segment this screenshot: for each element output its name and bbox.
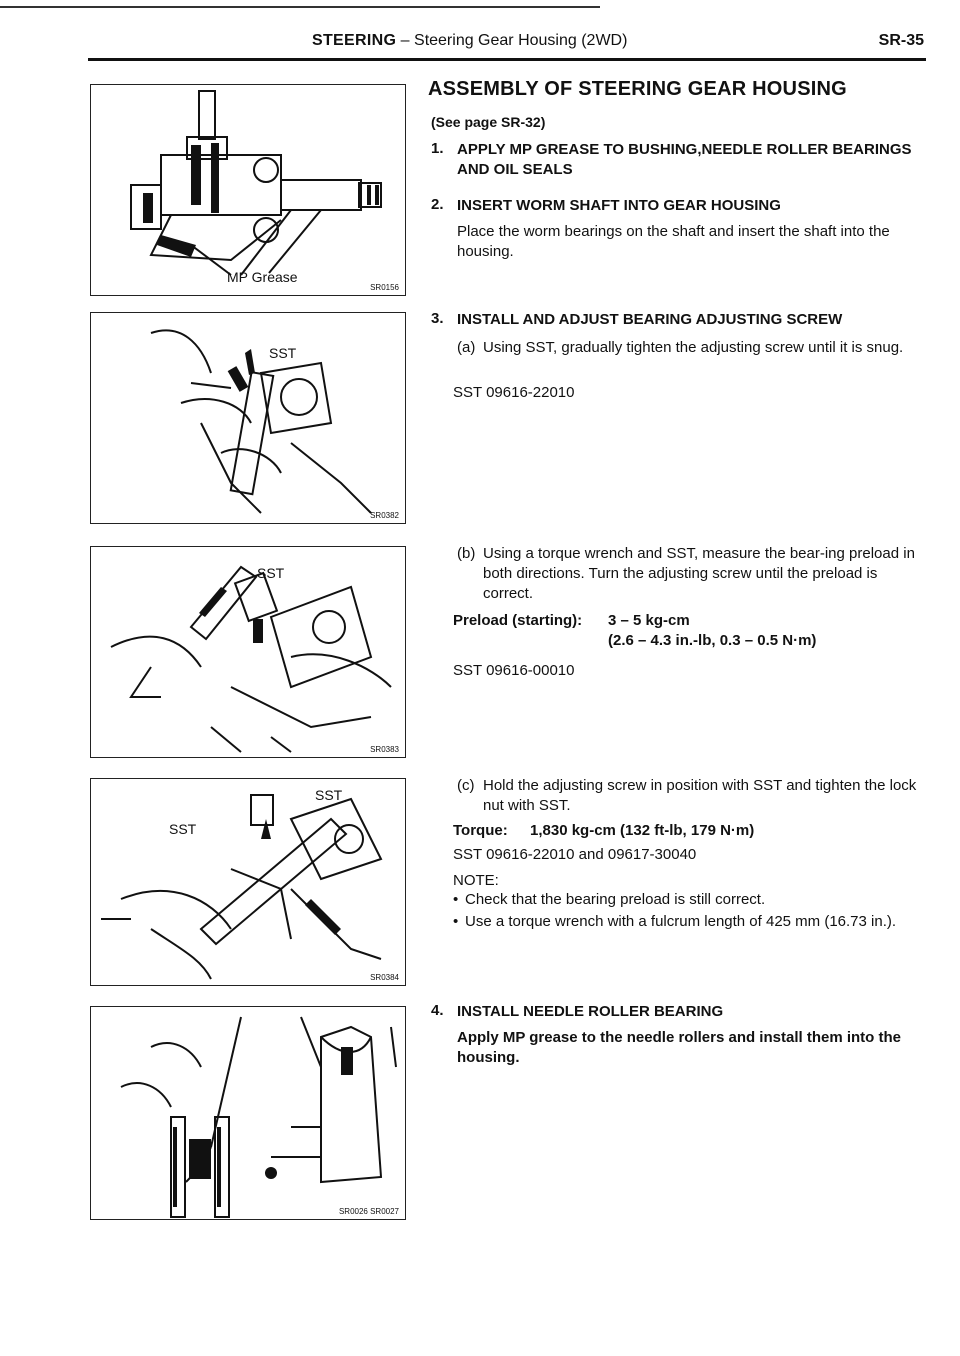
figure-adjusting-screw-sst: SST SR0382 — [90, 312, 406, 524]
see-page-reference: (See page SR-32) — [431, 114, 546, 130]
step-heading: APPLY MP GREASE TO BUSHING,NEEDLE ROLLER… — [457, 141, 912, 178]
step-body: Place the worm bearings on the shaft and… — [457, 223, 890, 260]
torque-value: 1,830 kg-cm (132 ft-lb, 179 N·m) — [530, 822, 755, 839]
figure-code: SR0384 — [370, 973, 399, 982]
step-4: 4. INSTALL NEEDLE ROLLER BEARING Apply M… — [431, 1002, 926, 1068]
step-heading: INSERT WORM SHAFT INTO GEAR HOUSING — [457, 197, 781, 214]
header-rule — [88, 58, 926, 61]
header-separator: – — [400, 32, 410, 49]
figure-label-sst-left: SST — [169, 821, 197, 837]
figure-label-mp-grease: MP Grease — [227, 269, 298, 285]
header-subtitle: Steering Gear Housing (2WD) — [414, 32, 628, 49]
step-number: 1. — [431, 140, 444, 157]
gear-housing-illustration — [130, 90, 382, 276]
step-heading: INSTALL AND ADJUST BEARING ADJUSTING SCR… — [457, 311, 843, 328]
page-header: STEERING – Steering Gear Housing (2WD) S… — [90, 30, 924, 56]
lock-nut-illustration — [101, 794, 383, 980]
figure-torque-wrench-preload: SST SR0383 — [90, 546, 406, 758]
torque-wrench-illustration — [110, 565, 392, 753]
substep-c: (c) Hold the adjusting screw in position… — [457, 776, 927, 816]
header-section: STEERING — [312, 32, 397, 49]
substep-tag: (a) — [457, 339, 476, 356]
figure-code: SR0383 — [370, 745, 399, 754]
note-item-2: • Use a torque wrench with a fulcrum len… — [453, 912, 928, 932]
step-number: 2. — [431, 196, 444, 213]
note-text: Use a torque wrench with a fulcrum lengt… — [465, 913, 897, 930]
figure-label-sst: SST — [269, 345, 297, 361]
section-title: ASSEMBLY OF STEERING GEAR HOUSING — [428, 78, 847, 100]
step-1: 1. APPLY MP GREASE TO BUSHING,NEEDLE ROL… — [431, 140, 926, 180]
note-item-1: • Check that the bearing preload is stil… — [453, 890, 928, 910]
figure-lock-nut-sst: SST SST SR0384 — [90, 778, 406, 986]
torque-label: Torque: — [453, 822, 508, 839]
adjusting-screw-illustration — [150, 329, 372, 514]
substep-tag: (c) — [457, 777, 475, 794]
note-label: NOTE: — [453, 872, 499, 889]
sst-number-a: SST 09616-22010 — [453, 384, 575, 401]
step-number: 4. — [431, 1002, 444, 1019]
substep-b: (b) Using a torque wrench and SST, measu… — [457, 544, 927, 604]
step-body: Apply MP grease to the needle rollers an… — [457, 1029, 901, 1066]
bullet: • — [453, 891, 459, 908]
sst-number-c: SST 09616-22010 and 09617-30040 — [453, 846, 697, 863]
substep-a: (a) Using SST, gradually tighten the adj… — [457, 338, 927, 358]
substep-tag: (b) — [457, 545, 476, 562]
preload-value: 3 – 5 kg-cm — [608, 612, 690, 629]
figure-gear-housing-grease: MP Grease SR0156 — [90, 84, 406, 296]
substep-text: Using a torque wrench and SST, measure t… — [483, 545, 915, 602]
top-edge-rule — [0, 6, 600, 8]
figure-code: SR0156 — [370, 283, 399, 292]
substep-text: Using SST, gradually tighten the adjusti… — [483, 339, 904, 356]
bullet: • — [453, 913, 459, 930]
preload-label: Preload (starting): — [453, 612, 583, 629]
step-3: 3. INSTALL AND ADJUST BEARING ADJUSTING … — [431, 310, 926, 330]
step-2: 2. INSERT WORM SHAFT INTO GEAR HOUSING P… — [431, 196, 926, 262]
needle-roller-illustration — [120, 1016, 397, 1218]
note-text: Check that the bearing preload is still … — [465, 891, 766, 908]
figure-code: SR0026 SR0027 — [338, 1207, 399, 1216]
substep-text: Hold the adjusting screw in position wit… — [483, 777, 917, 814]
figure-code: SR0382 — [370, 511, 399, 520]
step-number: 3. — [431, 310, 444, 327]
step-heading: INSTALL NEEDLE ROLLER BEARING — [457, 1003, 724, 1020]
sst-number-b: SST 09616-00010 — [453, 662, 575, 679]
header-title: STEERING – Steering Gear Housing (2WD) — [312, 32, 627, 50]
page-number: SR-35 — [878, 32, 924, 49]
figure-label-sst-top: SST — [315, 787, 343, 803]
figure-needle-roller: SR0026 SR0027 — [90, 1006, 406, 1220]
figure-label-sst: SST — [257, 565, 285, 581]
preload-conversion: (2.6 – 4.3 in.-lb, 0.3 – 0.5 N·m) — [608, 632, 817, 649]
